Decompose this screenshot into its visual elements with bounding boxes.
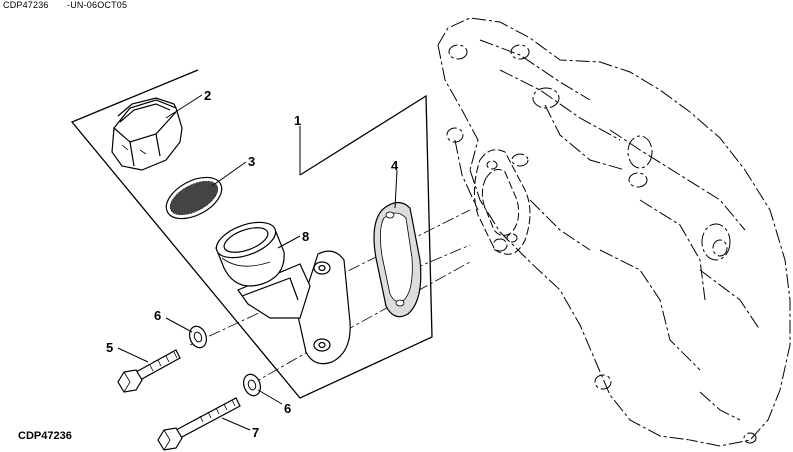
- callout-numbers: 2 3 1 4 8 6 5 6 7: [106, 88, 399, 440]
- callout-6-upper: 6: [154, 308, 161, 323]
- callout-4: 4: [391, 158, 399, 173]
- callout-1: 1: [294, 113, 301, 128]
- part-elbow-housing: [215, 221, 351, 365]
- part-bolt-short: [117, 349, 181, 393]
- part-washer-lower: [242, 373, 262, 397]
- engine-housing-phantom: [437, 17, 791, 447]
- callout-6-lower: 6: [284, 401, 291, 416]
- part-washer-upper: [188, 325, 208, 349]
- housing-mounting-pad: [474, 149, 531, 255]
- callout-2: 2: [204, 88, 211, 103]
- callout-8: 8: [302, 229, 309, 244]
- figure-id-label: CDP47236: [18, 430, 72, 442]
- callout-7: 7: [252, 425, 259, 440]
- part-filter-screen: [165, 176, 223, 220]
- part-gasket: [373, 201, 422, 318]
- image-code: CDP47236: [3, 0, 49, 10]
- part-cap: [111, 97, 183, 171]
- image-date-code: -UN-06OCT05: [67, 0, 128, 10]
- callout-5: 5: [106, 340, 113, 355]
- assembly-bracket-line: [70, 69, 433, 399]
- leader-lines: [117, 94, 398, 431]
- callout-3: 3: [248, 154, 255, 169]
- part-bolt-long: [157, 397, 241, 451]
